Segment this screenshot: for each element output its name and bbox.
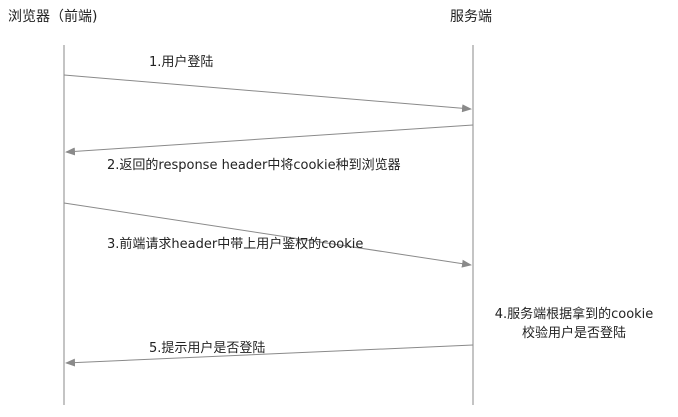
- server-actor-label: 服务端: [450, 9, 492, 25]
- message-arrow-2: [65, 124, 474, 156]
- message-label-1: 1.用户登陆: [149, 55, 214, 70]
- note-line-1: 4.服务端根据拿到的cookie: [494, 307, 654, 322]
- note-line-2: 校验用户是否登陆: [521, 326, 626, 341]
- message-label-2: 2.返回的response header中将cookie种到浏览器: [107, 158, 401, 173]
- message-arrow-5: [65, 344, 474, 367]
- message-arrow-1: [63, 74, 472, 113]
- message-label-5: 5.提示用户是否登陆: [149, 341, 266, 356]
- server-validation-note: 4.服务端根据拿到的cookie 校验用户是否登陆: [478, 305, 670, 343]
- message-arrow-3: [63, 202, 472, 268]
- browser-actor-label: 浏览器（前端): [8, 9, 98, 25]
- message-label-3: 3.前端请求header中带上用户鉴权的cookie: [107, 237, 364, 252]
